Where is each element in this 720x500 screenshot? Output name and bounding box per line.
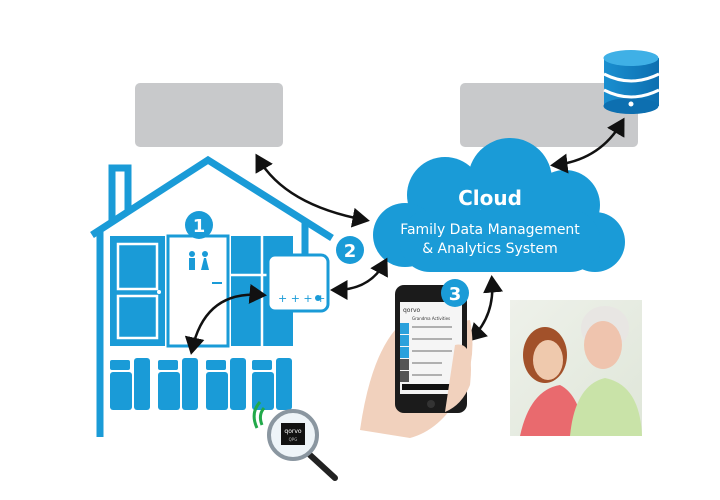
chip-label: QPG bbox=[289, 437, 298, 442]
arrow-gateway-cloud bbox=[330, 257, 388, 300]
gray-panel-left bbox=[135, 83, 283, 147]
arrow-gateway-sensors bbox=[184, 283, 267, 355]
sensor-4 bbox=[252, 358, 292, 410]
sensor-row bbox=[110, 358, 292, 410]
wireless-signal-icon bbox=[252, 400, 266, 429]
sensor-1 bbox=[110, 358, 150, 410]
chip-brand: qorvo bbox=[284, 428, 301, 435]
cloud-shape bbox=[373, 138, 625, 272]
cloud-line2: & Analytics System bbox=[422, 241, 558, 257]
sensor-2 bbox=[158, 358, 198, 410]
sensor-3 bbox=[206, 358, 246, 410]
cloud-title: Cloud bbox=[458, 186, 522, 210]
arrow-panel-cloud bbox=[255, 153, 370, 228]
arrows bbox=[184, 117, 625, 355]
phone-header: Grandma Activities bbox=[412, 316, 450, 321]
restroom-icon bbox=[189, 251, 209, 270]
step-badge-2: 2 bbox=[336, 236, 364, 264]
svg-text:2: 2 bbox=[344, 241, 357, 262]
smartphone: qorvo Grandma Activities bbox=[360, 285, 473, 438]
cloud-line1: Family Data Management bbox=[400, 222, 580, 238]
step-badge-1: 1 bbox=[185, 211, 213, 239]
svg-text:3: 3 bbox=[449, 284, 462, 305]
activity-list bbox=[400, 323, 452, 382]
family-photo bbox=[510, 300, 642, 436]
database-icon bbox=[603, 50, 660, 114]
gateway-device: + + + + bbox=[266, 253, 330, 313]
step-badge-3: 3 bbox=[441, 279, 469, 307]
magnifier-chip-icon: qorvo QPG bbox=[267, 409, 338, 481]
phone-brand: qorvo bbox=[403, 307, 420, 314]
arrow-cloud-db bbox=[550, 117, 625, 174]
arrow-cloud-phone bbox=[468, 275, 504, 342]
front-door bbox=[110, 236, 165, 346]
svg-text:1: 1 bbox=[193, 216, 206, 237]
svg-text:+ + + +: + + + + bbox=[278, 292, 325, 305]
